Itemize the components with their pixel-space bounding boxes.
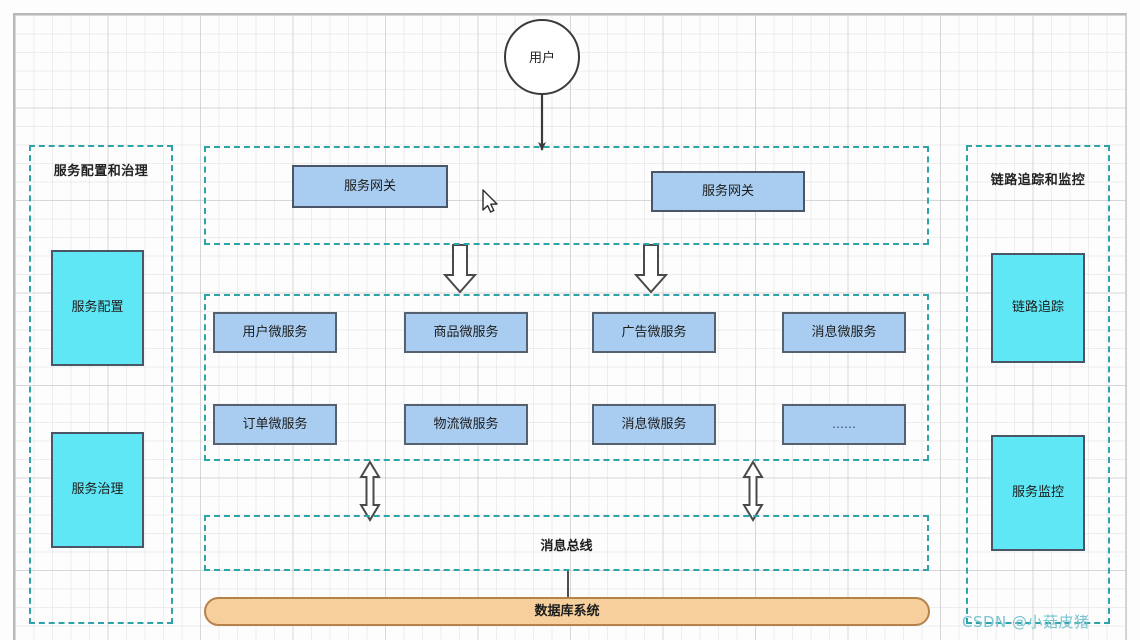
right-panel-region: 链路追踪和监控 <box>966 145 1110 624</box>
message-bus-region: 消息总线 <box>204 515 929 571</box>
node-ad-microservice[interactable]: 广告微服务 <box>592 312 716 353</box>
node-more-microservices[interactable]: …… <box>782 404 906 445</box>
node-user-microservice[interactable]: 用户微服务 <box>213 312 337 353</box>
left-panel-region: 服务配置和治理 <box>29 145 173 624</box>
node-service-gateway-2[interactable]: 服务网关 <box>651 171 805 212</box>
watermark: CSDN @小菇皮猪 <box>962 613 1090 631</box>
node-order-microservice[interactable]: 订单微服务 <box>213 404 337 445</box>
grid-background <box>13 13 1127 640</box>
node-database-system[interactable]: 数据库系统 <box>204 597 930 626</box>
node-trace-tracking[interactable]: 链路追踪 <box>991 253 1085 363</box>
right-panel-title: 链路追踪和监控 <box>990 173 1086 188</box>
microservice-region <box>204 294 929 461</box>
left-panel-title: 服务配置和治理 <box>53 164 149 179</box>
message-bus-label: 消息总线 <box>540 539 593 554</box>
node-service-governance[interactable]: 服务治理 <box>51 432 144 548</box>
node-logistics-microservice[interactable]: 物流微服务 <box>404 404 528 445</box>
gateway-region <box>204 146 929 245</box>
node-service-config[interactable]: 服务配置 <box>51 250 144 366</box>
node-service-gateway-1[interactable]: 服务网关 <box>292 165 448 208</box>
node-message-microservice-2[interactable]: 消息微服务 <box>592 404 716 445</box>
node-service-monitoring[interactable]: 服务监控 <box>991 435 1085 551</box>
node-product-microservice[interactable]: 商品微服务 <box>404 312 528 353</box>
node-message-microservice-1[interactable]: 消息微服务 <box>782 312 906 353</box>
user-actor-label: 用户 <box>528 51 555 66</box>
